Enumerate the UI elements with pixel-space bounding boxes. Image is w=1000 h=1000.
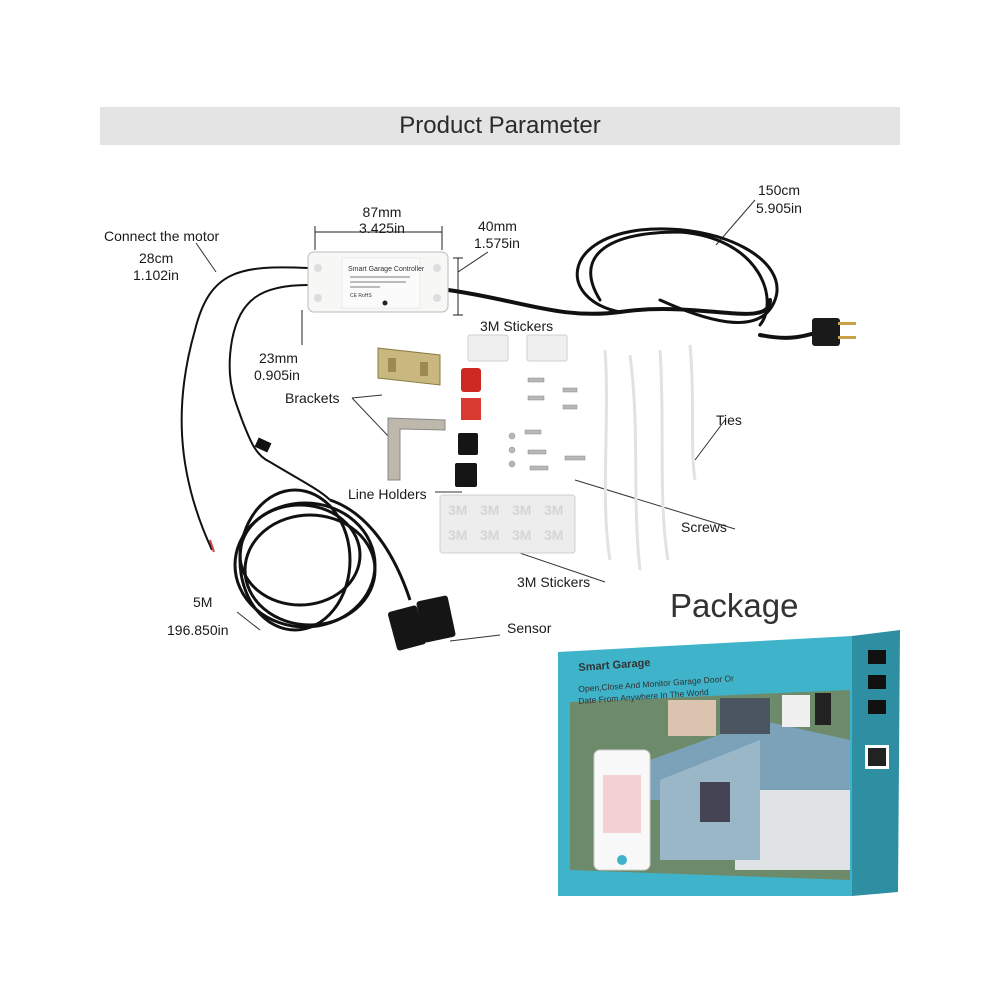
svg-text:3M: 3M: [480, 527, 499, 543]
width-mm-label: 87mm: [362, 204, 402, 220]
svg-text:3M: 3M: [512, 527, 531, 543]
device-ce: CE RoHS: [350, 293, 372, 299]
bracket-small: [377, 347, 441, 386]
sensor-label: Sensor: [507, 620, 552, 636]
motor-wires: [180, 266, 331, 551]
line-holders-label: Line Holders: [348, 486, 427, 502]
screws: [508, 377, 586, 471]
sticker-large: 3M 3M 3M 3M 3M 3M 3M 3M: [439, 494, 576, 554]
motor-in-label: 1.102in: [133, 267, 179, 283]
cord-in-label: 5.905in: [756, 200, 802, 216]
stickers-bottom-label: 3M Stickers: [517, 574, 591, 590]
line-holders: [455, 368, 481, 487]
width-in-label: 3.425in: [359, 220, 405, 236]
bracket-l: [387, 417, 446, 481]
screws-label: Screws: [681, 519, 727, 535]
leader-lines: [195, 199, 756, 642]
ties-label: Ties: [716, 412, 742, 428]
depth-in-label: 0.905in: [254, 367, 300, 383]
height-in-label: 1.575in: [474, 235, 520, 251]
cable-m-label: 5M: [193, 594, 213, 610]
svg-text:3M: 3M: [512, 502, 531, 518]
sensor-magnets: [388, 595, 456, 651]
depth-mm-label: 23mm: [259, 350, 298, 366]
motor-cm-label: 28cm: [139, 250, 174, 266]
connect-motor-label: Connect the motor: [104, 228, 220, 244]
banner-title: Product Parameter: [399, 112, 601, 139]
cord-cm-label: 150cm: [758, 182, 801, 198]
power-plug: [812, 318, 840, 346]
svg-text:3M: 3M: [544, 527, 563, 543]
cable-ties: [603, 344, 697, 571]
svg-text:3M: 3M: [480, 502, 499, 518]
sensor-cable: [233, 488, 412, 632]
package-box: [558, 630, 900, 896]
stickers-top-label: 3M Stickers: [480, 318, 554, 334]
svg-text:3M: 3M: [448, 527, 467, 543]
stickers-small: [467, 334, 568, 362]
device-title: Smart Garage Controller: [348, 266, 425, 273]
height-mm-label: 40mm: [478, 218, 517, 234]
svg-text:3M: 3M: [448, 502, 467, 518]
controller-device: Smart Garage Controller CE RoHS: [307, 251, 449, 313]
package-heading: Package: [670, 587, 799, 624]
svg-text:3M: 3M: [544, 502, 563, 518]
cable-in-label: 196.850in: [167, 622, 229, 638]
dimension-lines: [301, 226, 489, 345]
brackets-label: Brackets: [285, 390, 340, 406]
product-parameter-banner: Product Parameter: [100, 107, 900, 145]
